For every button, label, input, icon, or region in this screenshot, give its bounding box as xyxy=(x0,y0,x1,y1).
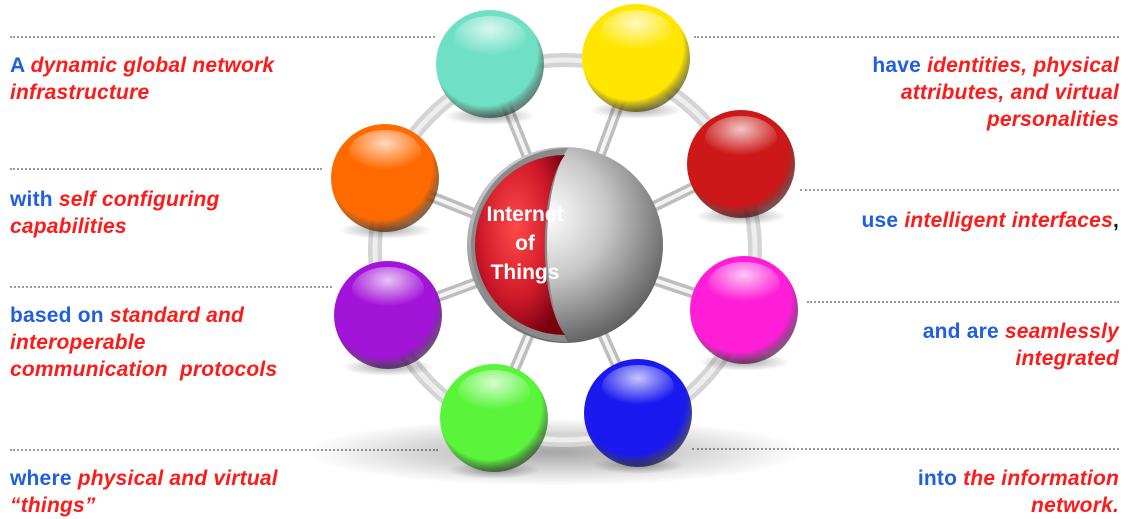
right-caption-3: and are seamlessly integrated xyxy=(923,318,1119,372)
left-1-text-2: infrastructure xyxy=(10,81,150,104)
nodes-group xyxy=(331,4,798,479)
right-3-lead: and are xyxy=(922,320,1005,343)
right-1-text-2: attributes, and virtual xyxy=(900,81,1119,104)
right-4-lead: into xyxy=(917,467,964,490)
node-gloss-magenta xyxy=(708,262,780,306)
right-rule-3 xyxy=(807,301,1119,303)
right-rule-2 xyxy=(800,189,1119,191)
node-gloss-blue xyxy=(602,365,674,409)
right-2-text: intelligent interfaces xyxy=(904,209,1113,232)
hub-label-line-2: of xyxy=(515,232,536,255)
left-caption-1: A dynamic global network infrastructure xyxy=(10,52,274,106)
left-rule-3 xyxy=(10,286,332,288)
left-2-text: self configuring xyxy=(58,188,220,211)
left-4-text: physical and virtual xyxy=(77,467,278,490)
left-2-lead: with xyxy=(10,188,59,211)
left-rule-2 xyxy=(10,168,322,170)
hub-label-line-1: Internet xyxy=(486,203,563,226)
hub-label-line-3: Things xyxy=(491,261,560,284)
node-gloss-dark-red xyxy=(705,116,777,160)
right-4-text: the information xyxy=(963,467,1119,490)
left-1-text: dynamic global network xyxy=(30,54,275,77)
left-3-text: standard and xyxy=(109,304,245,327)
hub-red-core xyxy=(475,155,565,335)
right-4-text-2: network. xyxy=(1031,494,1119,517)
left-1-lead: A xyxy=(10,54,31,77)
right-1-text-3: personalities xyxy=(986,108,1119,131)
left-2-text-2: capabilities xyxy=(10,215,127,238)
node-sphere-green xyxy=(440,364,548,479)
node-gloss-yellow xyxy=(600,10,672,54)
hub-sphere: Internet of Things xyxy=(467,147,663,343)
right-2-comma: , xyxy=(1112,209,1119,232)
right-rule-1 xyxy=(694,36,1119,38)
right-rule-4 xyxy=(692,448,1119,450)
node-sphere-purple xyxy=(334,261,442,376)
left-rule-4 xyxy=(10,449,438,451)
right-3-text: seamlessly xyxy=(1004,320,1119,343)
node-sphere-orange xyxy=(331,124,439,239)
node-sphere-blue xyxy=(584,359,692,474)
floor-shadow xyxy=(305,418,805,486)
left-3-text-2: interoperable xyxy=(10,331,146,354)
left-3-lead: based on xyxy=(10,304,110,327)
right-caption-2: use intelligent interfaces, xyxy=(862,207,1120,234)
orbit-ring-highlight xyxy=(372,57,758,443)
right-3-text-2: integrated xyxy=(1015,347,1119,370)
node-sphere-dark-red xyxy=(687,110,795,225)
node-gloss-teal xyxy=(454,16,526,60)
node-sphere-magenta xyxy=(690,256,798,371)
node-sphere-yellow xyxy=(582,4,690,119)
right-2-lead: use xyxy=(861,209,905,232)
left-rule-1 xyxy=(10,36,435,38)
left-caption-3: based on standard and interoperable comm… xyxy=(10,302,277,383)
left-4-lead: where xyxy=(10,467,78,490)
right-caption-1: have identities, physical attributes, an… xyxy=(872,52,1119,133)
node-gloss-orange xyxy=(349,130,421,174)
right-caption-4: into the information network. xyxy=(918,465,1119,519)
right-1-text: identities, physical xyxy=(927,54,1119,77)
node-sphere-teal xyxy=(436,10,544,125)
node-gloss-purple xyxy=(352,267,424,311)
left-caption-4: where physical and virtual “things” xyxy=(10,465,278,519)
node-gloss-green xyxy=(458,370,530,414)
left-3-text-3: communication protocols xyxy=(10,358,278,381)
right-1-lead: have xyxy=(872,54,928,77)
left-4-text-2: “things” xyxy=(10,494,96,517)
left-caption-2: with self configuring capabilities xyxy=(10,186,220,240)
